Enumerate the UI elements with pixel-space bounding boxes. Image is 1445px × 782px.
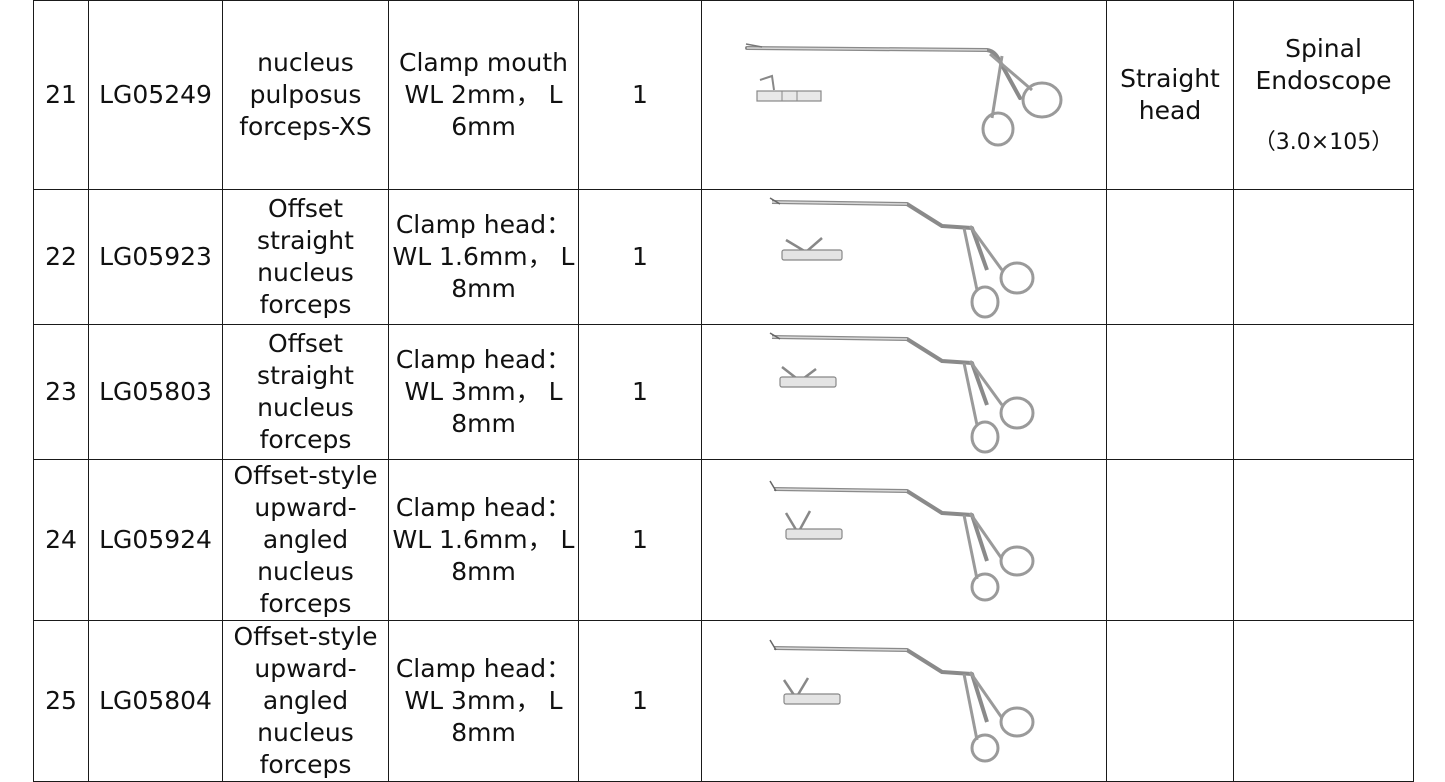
item-code: LG05804 (88, 620, 223, 782)
straight-nucleus-pulposus-forceps-icon (745, 43, 1063, 147)
table-row: 24 LG05924 Offset-style upward- angled n… (33, 459, 1414, 621)
item-quantity: 1 (578, 620, 702, 782)
item-number: 23 (33, 324, 89, 460)
scope-cell (1233, 620, 1414, 782)
offset-straight-forceps-icon (769, 332, 1035, 454)
table-row: 22 LG05923 Offset straight nucleus force… (33, 189, 1414, 325)
item-quantity: 1 (578, 324, 702, 460)
item-number: 21 (33, 0, 89, 190)
item-code: LG05924 (88, 459, 223, 621)
scope-cell (1233, 324, 1414, 460)
item-spec: Clamp head： WL 3mm， L 8mm (388, 620, 579, 782)
item-number: 22 (33, 189, 89, 325)
item-quantity: 1 (578, 0, 702, 190)
instrument-table: 21 LG05249 nucleus pulposus forceps-XS C… (33, 0, 1414, 782)
scope-cell: Spinal Endoscope （3.0×105） (1233, 0, 1414, 190)
item-code: LG05803 (88, 324, 223, 460)
offset-upward-angled-forceps-icon (769, 480, 1035, 601)
item-quantity: 1 (578, 459, 702, 621)
item-image (701, 620, 1107, 782)
item-spec: Clamp head： WL 3mm， L 8mm (388, 324, 579, 460)
item-name: Offset straight nucleus forceps (222, 324, 389, 460)
head-type (1106, 620, 1234, 782)
head-type: Straight head (1106, 0, 1234, 190)
item-image (701, 459, 1107, 621)
table-row: 23 LG05803 Offset straight nucleus force… (33, 324, 1414, 460)
item-image (701, 324, 1107, 460)
item-spec: Clamp mouth WL 2mm， L 6mm (388, 0, 579, 190)
table-row: 25 LG05804 Offset-style upward- angled n… (33, 620, 1414, 782)
item-name: Offset-style upward- angled nucleus forc… (222, 459, 389, 621)
head-type (1106, 459, 1234, 621)
head-type (1106, 189, 1234, 325)
item-code: LG05923 (88, 189, 223, 325)
scope-name: Spinal Endoscope (1255, 34, 1392, 95)
item-name: nucleus pulposus forceps-XS (222, 0, 389, 190)
item-code: LG05249 (88, 0, 223, 190)
offset-straight-forceps-icon (769, 197, 1035, 319)
item-name: Offset-style upward- angled nucleus forc… (222, 620, 389, 782)
item-spec: Clamp head： WL 1.6mm， L 8mm (388, 189, 579, 325)
item-spec: Clamp head： WL 1.6mm， L 8mm (388, 459, 579, 621)
scope-cell (1233, 459, 1414, 621)
item-number: 24 (33, 459, 89, 621)
item-image (701, 0, 1107, 190)
item-image (701, 189, 1107, 325)
item-name: Offset straight nucleus forceps (222, 189, 389, 325)
head-type (1106, 324, 1234, 460)
item-quantity: 1 (578, 189, 702, 325)
scope-cell (1233, 189, 1414, 325)
scope-size: （3.0×105） (1253, 130, 1394, 155)
table-row: 21 LG05249 nucleus pulposus forceps-XS C… (33, 0, 1414, 190)
offset-upward-angled-forceps-icon (769, 639, 1035, 762)
item-number: 25 (33, 620, 89, 782)
